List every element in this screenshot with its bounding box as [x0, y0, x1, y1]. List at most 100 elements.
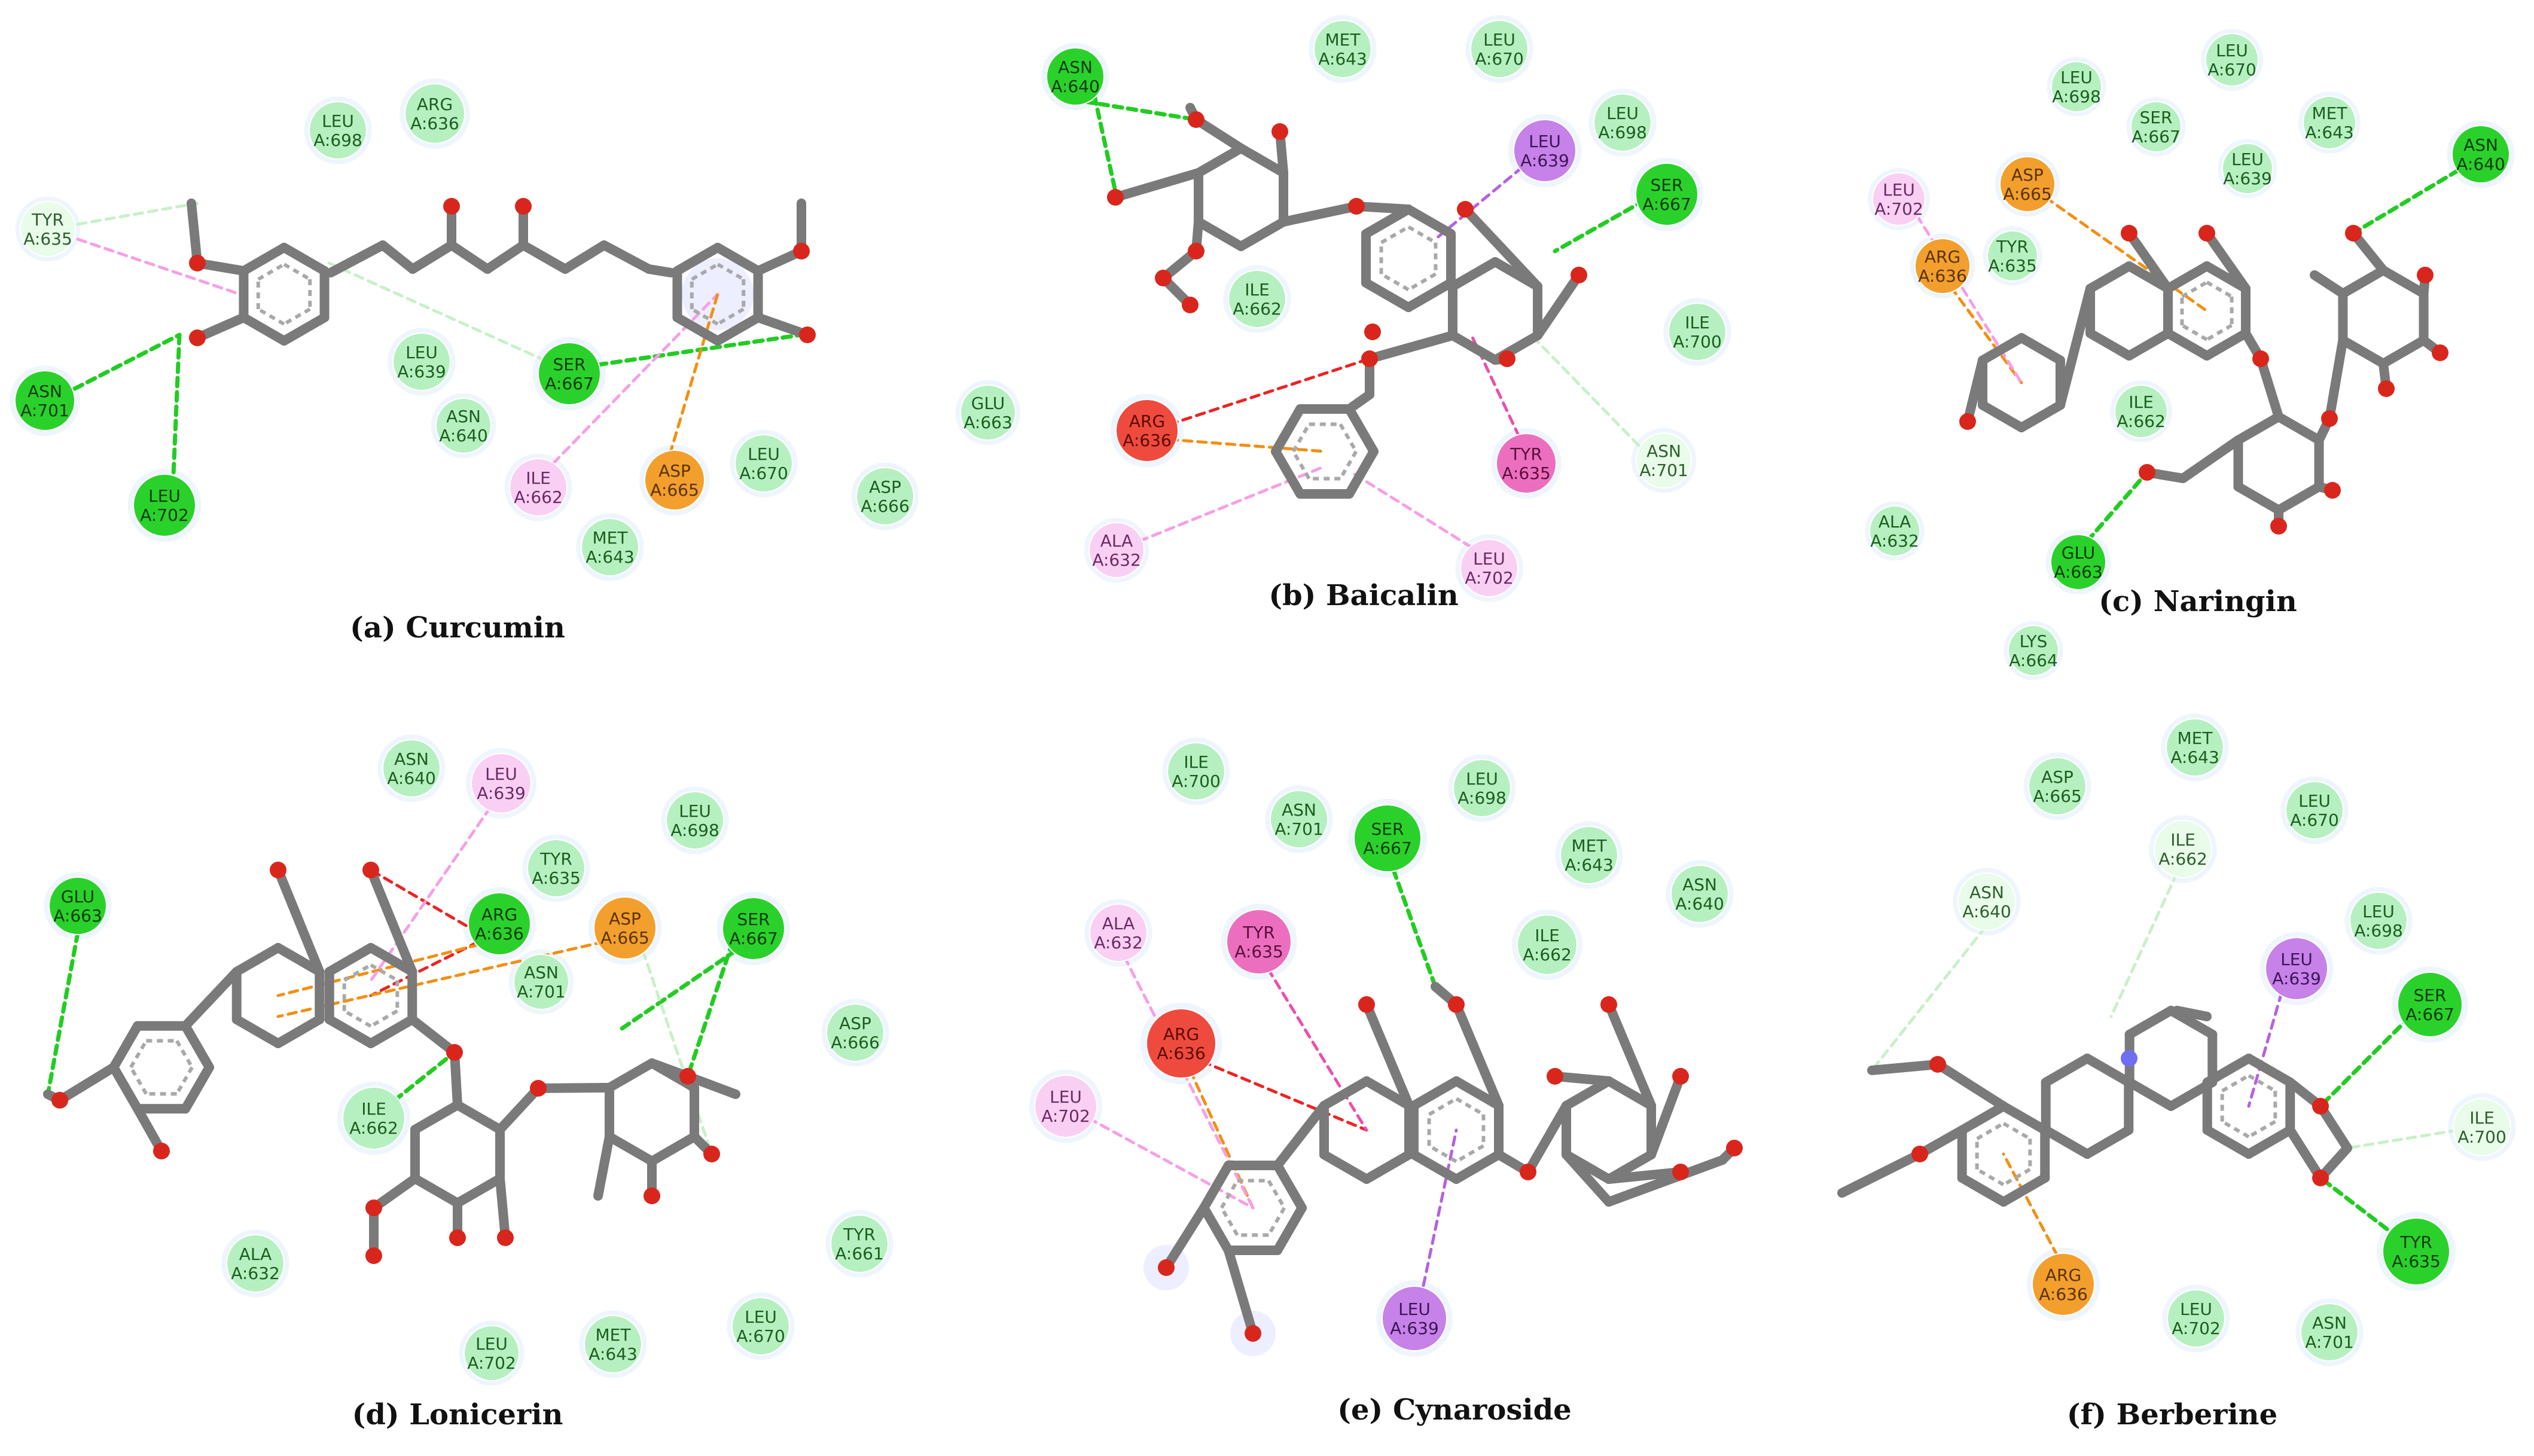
- aromatic-bond: [1428, 1097, 1457, 1116]
- residue-name: ASP: [839, 1014, 871, 1033]
- residue-disc: [1146, 1008, 1216, 1079]
- bond: [2041, 1125, 2092, 1159]
- aromatic-bond: [716, 307, 745, 326]
- residue-name: ILE: [2170, 830, 2195, 850]
- bond: [378, 240, 417, 274]
- oxygen-atom: [2417, 267, 2434, 283]
- bond: [2338, 265, 2388, 298]
- aromatic-bond: [370, 963, 398, 982]
- bond: [483, 240, 528, 274]
- interaction-carbon-hbond: [76, 202, 199, 226]
- bond: [593, 1132, 614, 1201]
- residue-number: A:666: [831, 1033, 880, 1052]
- bond: [604, 1132, 657, 1166]
- bond: [1224, 1246, 1258, 1338]
- residue-name: ASN: [1646, 441, 1681, 461]
- oxygen-atom: [2432, 344, 2448, 361]
- bond: [2017, 333, 2065, 365]
- residue-number: A:632: [1094, 933, 1143, 953]
- residue-number: A:698: [1598, 123, 1647, 142]
- residue-disc: [309, 101, 367, 160]
- bonds-layer: [43, 103, 2445, 1338]
- residue-number: A:640: [387, 768, 436, 788]
- aromatic-bond: [283, 307, 311, 326]
- interaction-hbond: [392, 1050, 457, 1103]
- bond: [1193, 144, 1246, 178]
- residue-name: GLU: [2062, 543, 2095, 563]
- residue-number: A:701: [2305, 1332, 2354, 1352]
- bond: [519, 240, 570, 274]
- interaction-hbond: [2318, 1014, 2413, 1109]
- aromatic-bond: [343, 963, 372, 982]
- residue-name: LEU: [1473, 549, 1505, 569]
- oxygen-atom: [1107, 189, 1124, 206]
- bond: [1362, 1150, 1414, 1184]
- residue-number: A:667: [1642, 194, 1691, 214]
- oxygen-atom: [449, 1229, 466, 1246]
- residue-name: TYR: [539, 849, 572, 869]
- bond: [1111, 168, 1203, 202]
- interaction-carbon-hbond: [327, 261, 543, 361]
- residue-number: A:640: [2456, 154, 2505, 174]
- residue-number: A:663: [53, 906, 102, 926]
- residue-number: A:701: [1274, 819, 1324, 839]
- bond: [1999, 1101, 2050, 1135]
- bond: [326, 240, 388, 277]
- bond: [2256, 354, 2283, 422]
- bond: [1271, 404, 1305, 456]
- interaction-unfavorable: [1200, 1060, 1368, 1132]
- residue-number: A:662: [514, 487, 563, 507]
- residue-number: A:665: [650, 480, 699, 500]
- residue-name: ARG: [417, 94, 453, 114]
- bond: [324, 1015, 376, 1048]
- residue-number: A:667: [729, 929, 778, 948]
- aromatic-bond: [283, 262, 311, 281]
- aromatic-bond: [691, 307, 719, 326]
- residue-name: LEU: [745, 1307, 777, 1327]
- residue-name: ASN: [1282, 800, 1316, 820]
- oxygen-atom: [2324, 482, 2341, 499]
- aromatic-bond: [1428, 1144, 1457, 1164]
- bond: [2055, 283, 2096, 410]
- bond: [181, 1063, 214, 1114]
- residue-disc: [48, 877, 107, 935]
- bond: [2379, 335, 2429, 368]
- residue-disc: [2222, 143, 2273, 194]
- bond: [495, 1083, 543, 1134]
- bond: [279, 313, 330, 346]
- residue-disc: [435, 398, 492, 454]
- bond: [1646, 1072, 1685, 1159]
- bond: [1352, 202, 1413, 214]
- oxygen-atom: [2121, 225, 2137, 242]
- oxygen-atom: [2198, 225, 2215, 242]
- residue-number: A:667: [2405, 1005, 2454, 1024]
- bond: [2163, 261, 2212, 294]
- residue-number: A:632: [1870, 531, 1919, 551]
- bond: [2082, 1054, 2134, 1087]
- residue-disc: [1270, 790, 1328, 848]
- oxygen-atom: [2321, 410, 2338, 427]
- bond: [2202, 1054, 2254, 1087]
- oxygen-atom: [799, 326, 816, 343]
- oxygen-atom: [515, 198, 532, 215]
- aromatic-bond: [1267, 1207, 1286, 1236]
- bond: [273, 1015, 325, 1048]
- bond: [672, 243, 722, 276]
- aromatic-bond: [1219, 1207, 1239, 1236]
- oxygen-atom: [2139, 464, 2155, 481]
- bond: [2085, 261, 2134, 294]
- residue-number: A:632: [231, 1263, 280, 1283]
- bond: [1561, 1150, 1614, 1207]
